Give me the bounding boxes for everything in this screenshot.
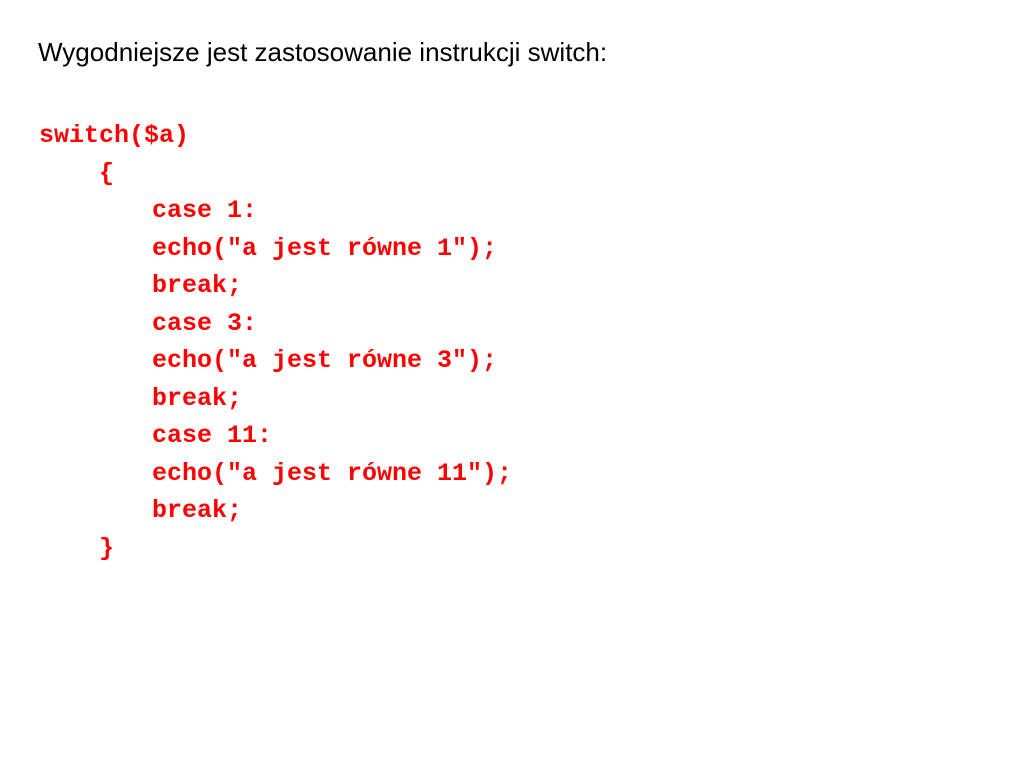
code-line-break-3: break; [152, 383, 243, 413]
code-line-echo-11: echo("a jest równe 11"); [152, 458, 513, 488]
code-line-open-brace: { [99, 158, 115, 188]
code-line-case-3: case 3: [152, 308, 258, 338]
code-line-break-11: break; [152, 496, 243, 525]
code-line-echo-1: echo("a jest równe 1"); [152, 233, 498, 263]
code-line-switch: switch($a) [39, 121, 190, 150]
code-line-case-11: case 11: [152, 421, 273, 450]
code-block: switch($a) { case 1: echo("a jest równe … [39, 117, 512, 567]
code-line-break-1: break; [152, 271, 243, 300]
code-line-close-brace: } [99, 533, 115, 563]
code-line-echo-3: echo("a jest równe 3"); [152, 346, 498, 375]
intro-text: Wygodniejsze jest zastosowanie instrukcj… [38, 37, 608, 67]
code-line-case-1: case 1: [152, 196, 258, 225]
